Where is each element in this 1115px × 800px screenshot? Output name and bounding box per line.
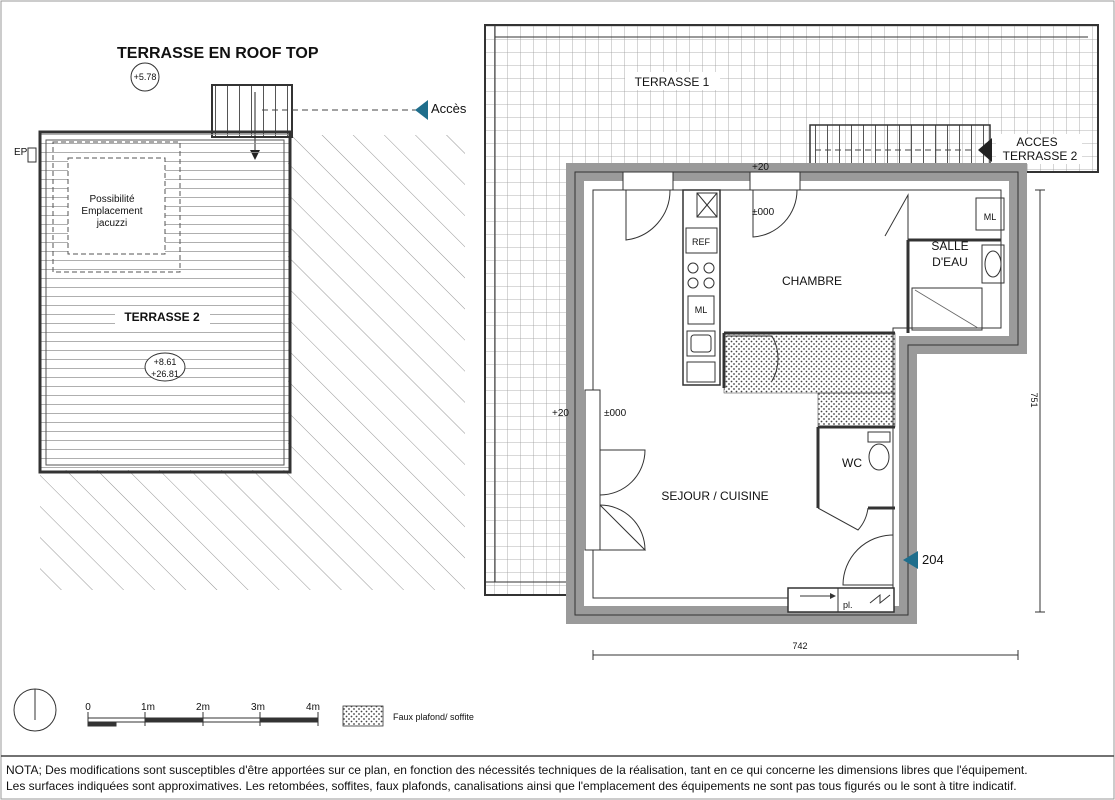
room-label-salle-deau-2: D'EAU (932, 255, 968, 269)
roof-stair (211, 84, 293, 138)
level-top: +20 (752, 162, 769, 173)
faux-plafond-1 (723, 332, 896, 394)
rooftop-title: TERRASSE EN ROOF TOP (117, 45, 319, 62)
scale-tick-1: 1m (141, 702, 155, 713)
placard-arrow-icon (830, 593, 836, 599)
jacuzzi-note-line2: Emplacement (81, 206, 142, 217)
sink (686, 330, 716, 357)
jacuzzi-note-line1: Possibilité (89, 194, 134, 205)
jacuzzi-note-line3: jacuzzi (96, 218, 128, 229)
washing-machine-label: ML (984, 212, 997, 222)
level-chambre: ±000 (752, 207, 775, 218)
terrasse-2-edge (45, 139, 285, 466)
room-label-wc: WC (842, 456, 862, 470)
access-label: Accès (431, 101, 467, 116)
access-terrasse-label-line2: TERRASSE 2 (1003, 149, 1078, 163)
terrasse-2-level-2: +26.81 (151, 369, 179, 379)
scale-tick-4: 4m (306, 702, 320, 713)
hob-ring-3 (687, 277, 699, 289)
legend-swatch-faux-plafond (342, 705, 384, 727)
washing-machine (975, 197, 1005, 231)
downpipe-icon (27, 147, 37, 163)
window-kitchen (622, 171, 674, 191)
room-label-chambre: CHAMBRE (782, 274, 842, 288)
level-sejour: ±000 (604, 408, 627, 419)
sink-basin (690, 334, 712, 353)
wc-bowl-icon (868, 443, 890, 471)
disclaimer-line-1: NOTA; Des modifications sont susceptible… (6, 763, 1028, 777)
scale-tick-3: 3m (251, 702, 265, 713)
placard-label: pl. (843, 600, 853, 610)
scale-tick-2: 2m (196, 702, 210, 713)
dim-width: 742 (792, 641, 807, 651)
door-swing-chambre-inner (727, 335, 779, 382)
washbasin-bowl (984, 250, 1002, 278)
placard (787, 587, 895, 613)
rooftop-level: +5.78 (134, 72, 157, 82)
unit-number: 204 (922, 552, 944, 567)
shower (911, 287, 983, 331)
scale-bar (87, 712, 319, 727)
faux-plafond-2 (817, 392, 896, 428)
hob-ring-4 (703, 277, 715, 289)
exterior-wall-outline (574, 171, 1019, 616)
room-label-sejour: SEJOUR / CUISINE (661, 489, 768, 503)
disclaimer-line-2: Les surfaces indiquées sont approximativ… (6, 779, 1017, 793)
terrasse-2-level-1: +8.61 (154, 357, 177, 367)
hob-ring-1 (687, 262, 699, 274)
ep-label: EP (14, 147, 28, 158)
dishwasher-label: ML (695, 305, 708, 315)
entry-door-swing (842, 534, 894, 586)
shower-diag (914, 289, 979, 329)
dishwasher (687, 295, 715, 325)
kitchen-hood (696, 192, 718, 218)
void-hatch-zone (40, 135, 465, 590)
kitchen-base (686, 361, 716, 383)
dim-height: 751 (1029, 392, 1039, 407)
fridge (685, 227, 718, 254)
legend-label-faux-plafond: Faux plafond/ soffite (393, 712, 474, 722)
fridge-label: REF (692, 237, 711, 247)
access-terrasse-label-line1: ACCES (1016, 135, 1057, 149)
terrasse-1-label: TERRASSE 1 (635, 75, 710, 89)
scale-tick-0: 0 (85, 702, 91, 713)
rooftop-level-marker (130, 62, 160, 92)
terrasse-2-label: TERRASSE 2 (124, 310, 200, 324)
wc-cistern (867, 431, 891, 443)
jacuzzi-zone (52, 141, 181, 273)
entry-arrow-icon (903, 551, 918, 569)
jacuzzi-inner (67, 157, 166, 255)
bay-window-left (584, 389, 601, 551)
door-swing-chambre (752, 189, 798, 238)
terrasse-2-label-bg (115, 308, 210, 324)
window-chambre (749, 171, 801, 191)
access-terrasse-arrow-icon (978, 138, 992, 162)
door-swing-wc (817, 507, 869, 531)
door-swing-bath (884, 193, 909, 240)
access-arrow-icon (415, 100, 428, 120)
hob-ring-2 (703, 262, 715, 274)
terrasse-1-label-bg (625, 72, 720, 90)
access-terrasse-label-bg (996, 134, 1082, 164)
door-swing-sejour-2-arc (599, 504, 646, 551)
kitchen-hood-x2 (696, 192, 718, 218)
room-label-salle-deau-1: SALLE (931, 239, 968, 253)
electric-panel-icon (869, 593, 891, 605)
terrasse-2-level-marker (144, 352, 186, 382)
level-left: +20 (552, 408, 569, 419)
door-swing-sejour-1 (599, 449, 646, 496)
washbasin (981, 244, 1005, 284)
door-swing-kitchen (625, 189, 671, 241)
plan-disclaimer: NOTA; Des modifications sont susceptible… (6, 762, 1111, 794)
